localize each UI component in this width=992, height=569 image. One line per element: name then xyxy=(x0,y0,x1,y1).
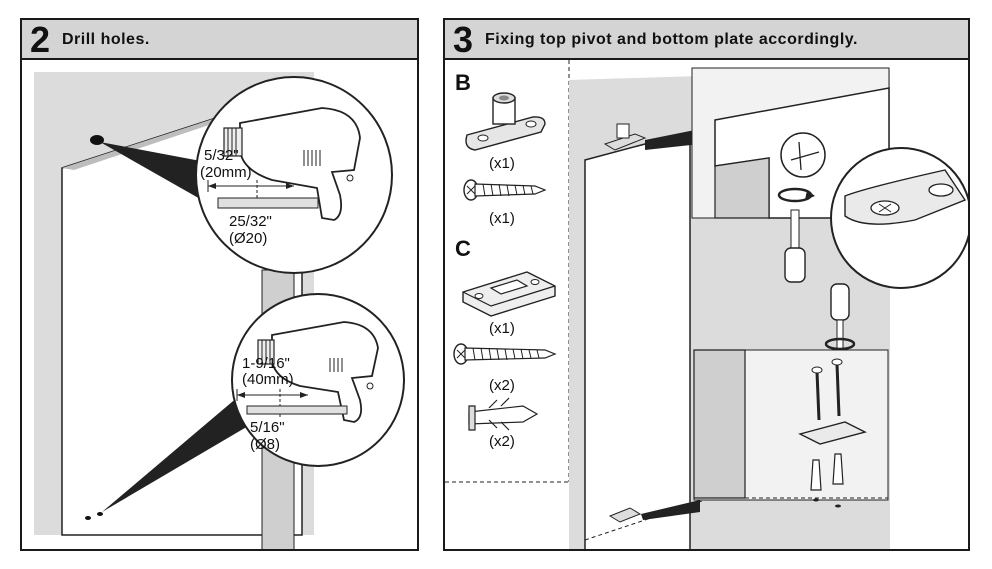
rotate-arrow-bottom-icon xyxy=(824,337,856,351)
screwdriver-handle xyxy=(784,247,806,283)
step-3-title: Fixing top pivot and bottom plate accord… xyxy=(485,31,858,48)
step-2-header: 2 Drill holes. xyxy=(22,20,417,60)
rotate-arrow-head xyxy=(805,190,815,200)
screw-detail xyxy=(790,141,820,171)
top-hole-mark xyxy=(90,135,104,145)
drill-bit-bottom xyxy=(246,405,348,415)
bottom-plate-part-icon xyxy=(462,271,556,317)
dimension-arrow xyxy=(286,183,294,189)
drill1-depth-mm: (20mm) xyxy=(200,164,252,181)
door-frame-bottom xyxy=(693,349,746,499)
step-2-title: Drill holes. xyxy=(62,31,150,48)
zoom-beam-top xyxy=(100,142,222,200)
bottom-hole-mark-1 xyxy=(85,516,91,520)
plate-qty: (x1) xyxy=(489,320,515,337)
dimension-arrow xyxy=(208,183,216,189)
pivot-screw-icon xyxy=(463,179,547,201)
screwdriver-handle-bottom xyxy=(830,283,850,321)
top-pivot-on-frame xyxy=(603,123,647,151)
pivot-qty: (x1) xyxy=(489,155,515,172)
drill1-bit-in: 25/32" xyxy=(229,213,272,230)
pivot-hole xyxy=(928,183,954,197)
drill2-bit-mm: (Ø8) xyxy=(250,436,280,453)
screw-cross xyxy=(878,203,892,213)
drill-icon-top xyxy=(223,107,361,221)
screwdriver-shaft xyxy=(790,209,800,251)
drill2-depth-in: 1-9/16" xyxy=(242,355,290,372)
zoom-beam-bottom xyxy=(641,500,700,520)
drill1-depth-in: 5/32" xyxy=(204,147,239,164)
dimension-arrow xyxy=(237,392,245,398)
drill2-bit-in: 5/16" xyxy=(250,419,285,436)
step-3-header: 3 Fixing top pivot and bottom plate acco… xyxy=(445,20,968,60)
kit-b-letter: B xyxy=(455,70,471,95)
step-3-number: 3 xyxy=(453,19,474,60)
screwdriver-shaft-bottom xyxy=(836,319,844,351)
wall-anchor-icon xyxy=(468,397,539,431)
drill1-bit-mm: (Ø20) xyxy=(229,230,267,247)
dimension-arrow xyxy=(300,392,308,398)
step-3-panel: 3 Fixing top pivot and bottom plate acco… xyxy=(443,18,970,551)
screw-zoom-circle xyxy=(780,132,826,178)
top-pivot-part-icon xyxy=(465,92,546,151)
plate-screws-illustration xyxy=(811,358,843,421)
step-2-panel: 2 Drill holes. 5/ xyxy=(20,18,419,551)
plate-screw-qty: (x2) xyxy=(489,377,515,394)
anchor-qty: (x2) xyxy=(489,433,515,450)
anchors-illustration xyxy=(810,453,844,508)
step-2-number: 2 xyxy=(30,19,51,60)
drill-icon-bottom xyxy=(257,321,379,423)
door-frame-side xyxy=(714,157,770,219)
drill-bit-top xyxy=(217,197,319,209)
kit-c-letter: C xyxy=(455,236,471,261)
zoom-beam-top xyxy=(645,128,705,150)
door-opening xyxy=(584,131,691,549)
bottom-plate-detail xyxy=(798,421,867,445)
plate-screw-icon xyxy=(453,343,557,365)
fixing-illustration: B (x1) (x1) C (x1) xyxy=(445,60,968,549)
zoom-beam-bottom xyxy=(102,385,267,512)
bottom-hole-mark-2 xyxy=(97,512,103,516)
pivot-screw-qty: (x1) xyxy=(489,210,515,227)
bottom-plate-on-floor xyxy=(608,507,642,523)
drill2-depth-mm: (40mm) xyxy=(242,371,294,388)
drill-holes-illustration: 5/32" (20mm) 25/32" (Ø20) 1-9/16" (40mm)… xyxy=(34,72,405,549)
